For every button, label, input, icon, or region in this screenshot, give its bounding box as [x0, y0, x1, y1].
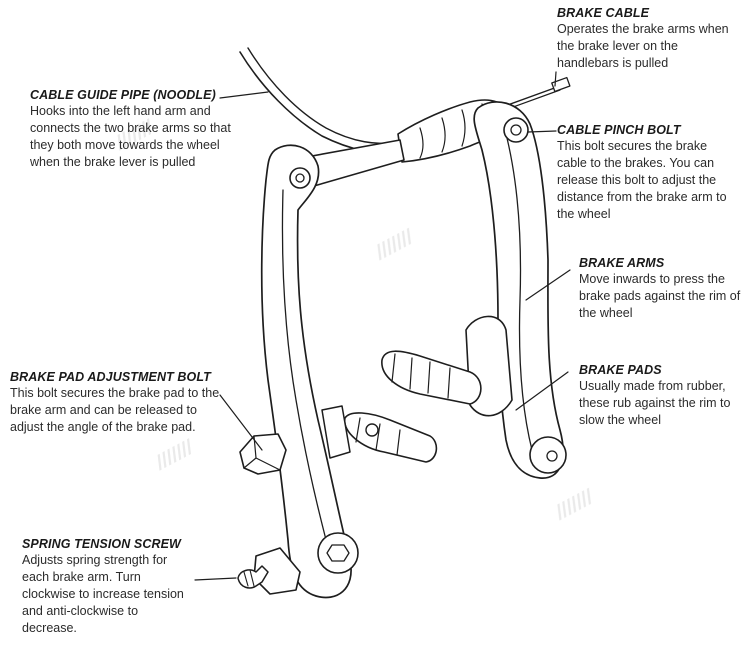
leader-cable-pinch-bolt [527, 130, 557, 133]
cable-pinch-bolt-title: CABLE PINCH BOLT [557, 123, 681, 137]
brake-pads-title: BRAKE PADS [579, 363, 662, 377]
leader-cable-guide-pipe [219, 91, 269, 99]
right-brake-arm [473, 101, 564, 479]
brake-pad-adjustment-bolt-title: BRAKE PAD ADJUSTMENT BOLT [10, 370, 211, 384]
callout-brake-pad-adjustment-bolt: BRAKE PAD ADJUSTMENT BOLT This bolt secu… [10, 370, 222, 436]
brake-pad-adjustment-bolt-hex [239, 433, 287, 475]
cable-guide-pipe-title: CABLE GUIDE PIPE (NOODLE) [30, 88, 216, 102]
left-pad-washer-stack [321, 405, 351, 459]
brake-arms-desc: Move inwards to press the brake pads aga… [579, 272, 741, 320]
left-pad-washer [365, 423, 379, 437]
svg-text:///////: /////// [371, 226, 419, 265]
brake-pads-desc: Usually made from rubber, these rub agai… [579, 379, 731, 427]
brake-pad-adjustment-bolt-desc: This bolt secures the brake pad to the b… [10, 386, 220, 434]
svg-text:///////: /////// [551, 486, 599, 525]
left-brake-arm [260, 144, 352, 599]
cable-guide-pipe-desc: Hooks into the left hand arm and connect… [30, 104, 231, 169]
brake-cable-title: BRAKE CABLE [557, 6, 650, 20]
brake-cable-desc: Operates the brake arms when the brake l… [557, 22, 729, 70]
cable-pinch-bolt-desc: This bolt secures the brake cable to the… [557, 139, 727, 221]
right-brake-pad [381, 350, 482, 405]
leader-brake-pads [515, 371, 569, 411]
leader-spring-tension-screw [194, 577, 237, 581]
leader-brake-pad-adjustment-bolt [219, 394, 263, 451]
leader-brake-arms [525, 269, 571, 301]
brake-arms-title: BRAKE ARMS [579, 256, 665, 270]
svg-text:///////: /////// [151, 436, 199, 475]
callout-brake-pads: BRAKE PADS Usually made from rubber, the… [579, 363, 744, 429]
callout-spring-tension-screw: SPRING TENSION SCREW Adjusts spring stre… [22, 537, 192, 637]
callout-brake-cable: BRAKE CABLE Operates the brake arms when… [557, 6, 742, 72]
leader-brake-cable [554, 71, 557, 87]
spring-tension-screw-desc: Adjusts spring strength for each brake a… [22, 553, 184, 635]
callout-brake-arms: BRAKE ARMS Move inwards to press the bra… [579, 256, 744, 322]
cable-guide-pipe [239, 51, 403, 155]
brake-cable [504, 85, 561, 107]
spring-tension-screw [237, 565, 269, 589]
left-brake-pad [344, 412, 438, 463]
spring-tension-screw-title: SPRING TENSION SCREW [22, 537, 181, 551]
callout-cable-guide-pipe: CABLE GUIDE PIPE (NOODLE) Hooks into the… [30, 88, 238, 171]
callout-cable-pinch-bolt: CABLE PINCH BOLT This bolt secures the b… [557, 123, 735, 223]
